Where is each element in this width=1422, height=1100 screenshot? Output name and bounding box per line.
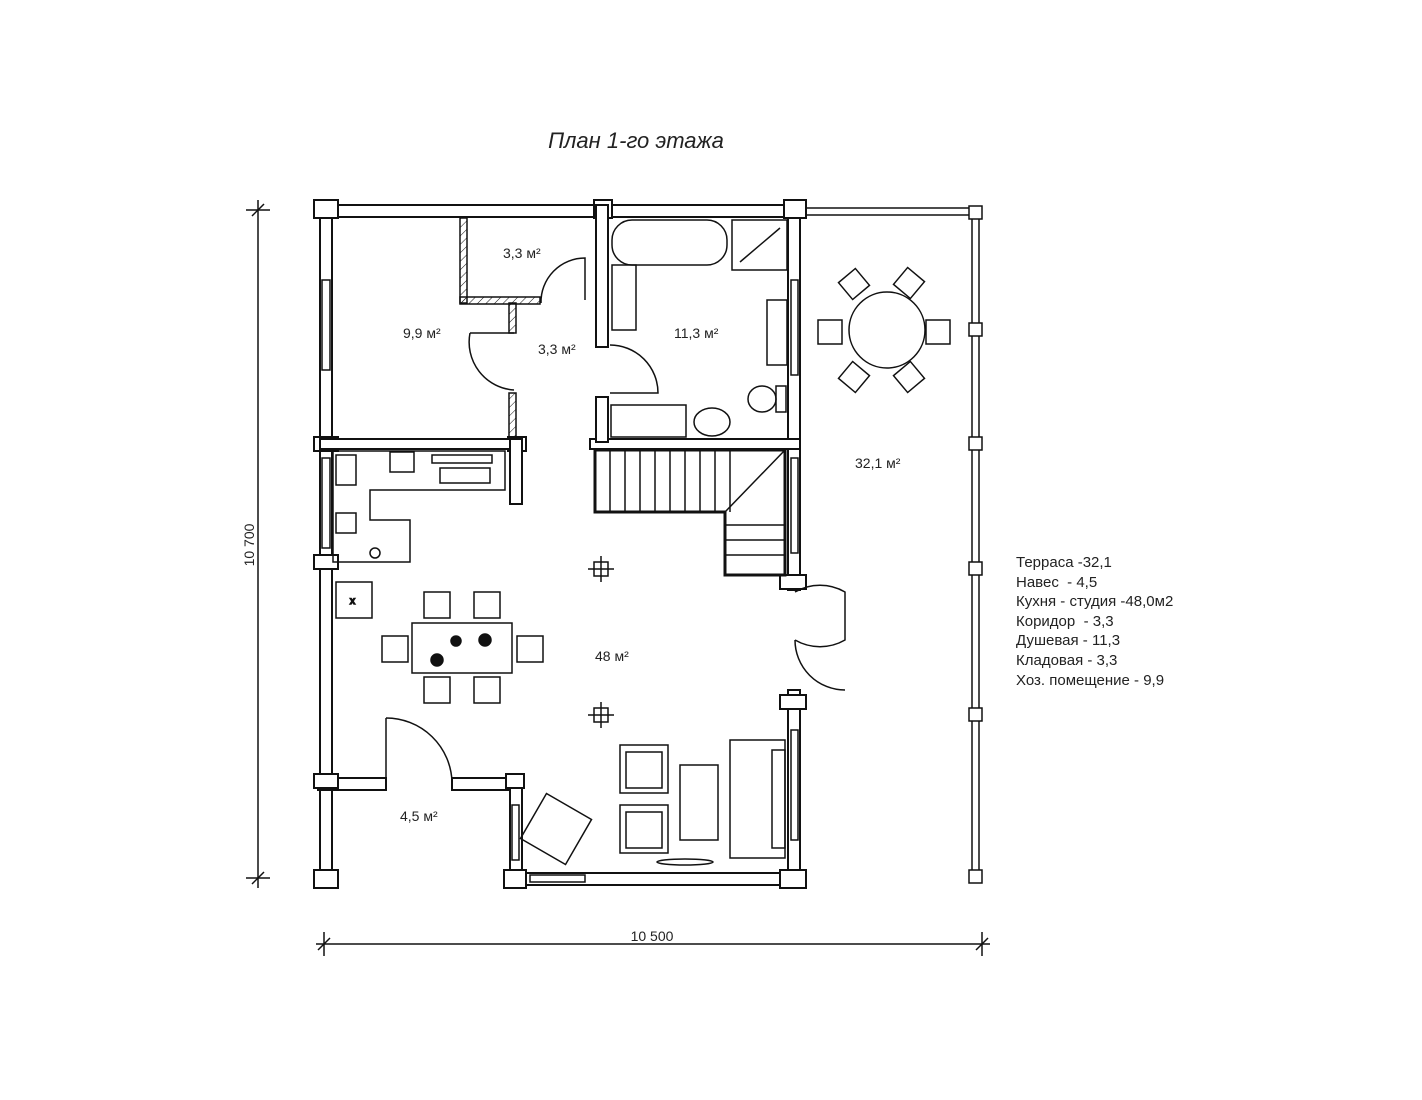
interior-walls — [319, 204, 801, 505]
legend-item: Душевая - 11,3 — [1016, 632, 1121, 650]
room-area-storage: 3,3 м² — [503, 245, 541, 261]
legend-item: Кухня - студия -48,0м2 — [1016, 593, 1174, 611]
svg-text:x: x — [350, 596, 355, 607]
living-furniture — [519, 739, 786, 866]
dimension-horizontal: 10 500 — [316, 928, 990, 956]
area-legend: Терраса -32,1 Навес - 4,5 Кухня - студия… — [1016, 553, 1173, 690]
room-area-terrace: 32,1 м² — [855, 455, 901, 471]
room-area-corridor: 3,3 м² — [538, 341, 576, 357]
column-markers — [588, 556, 614, 728]
kitchen-fixtures: x — [332, 450, 506, 619]
room-area-studio: 48 м² — [595, 648, 629, 664]
legend-item: Навес - 4,5 — [1016, 573, 1098, 591]
dimension-width-label: 10 500 — [631, 928, 674, 944]
plan-title: План 1-го этажа — [548, 128, 724, 153]
dimension-height-label: 10 700 — [241, 523, 257, 566]
exterior-walls — [313, 199, 807, 889]
legend-item: Коридор - 3,3 — [1016, 612, 1114, 630]
room-area-shower: 11,3 м² — [674, 325, 719, 341]
legend-item: Хоз. помещение - 9,9 — [1016, 671, 1165, 689]
legend-item: Кладовая - 3,3 — [1016, 651, 1118, 669]
room-area-utility: 9,9 м² — [403, 325, 441, 341]
doors — [385, 257, 846, 783]
terrace — [799, 205, 983, 884]
room-labels: 3,3 м² 9,9 м² 3,3 м² 11,3 м² 32,1 м² 48 … — [400, 245, 901, 824]
dining-table — [381, 591, 544, 704]
room-area-canopy: 4,5 м² — [400, 808, 438, 824]
staircase — [593, 448, 787, 577]
dimension-vertical: 10 700 — [241, 200, 270, 888]
round-table — [817, 266, 951, 394]
bathroom-fixtures — [610, 219, 788, 438]
legend-item: Терраса -32,1 — [1016, 554, 1112, 571]
